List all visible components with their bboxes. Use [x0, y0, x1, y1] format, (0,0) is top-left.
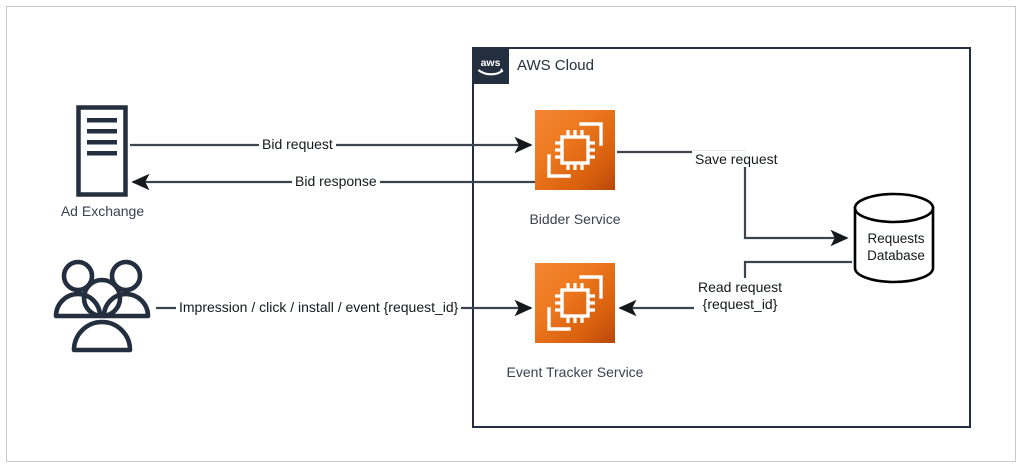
aws-logo-icon: aws: [472, 47, 509, 84]
requests-database-label: Requests Database: [858, 230, 934, 264]
server-icon: [76, 105, 128, 197]
ec2-instance-icon-bidder: [535, 110, 615, 190]
users-group-icon: [48, 258, 156, 358]
event-tracker-service-label: Event Tracker Service: [506, 364, 644, 380]
edge-label-impression-event: Impression / click / install / event {re…: [176, 299, 462, 315]
edge-label-bid-response: Bid response: [292, 173, 380, 189]
bidder-service-label: Bidder Service: [529, 211, 621, 227]
edge-label-save-request: Save request: [692, 151, 781, 167]
database-cylinder-icon: [852, 192, 936, 284]
read-request-line2: {request_id}: [702, 296, 778, 312]
ec2-instance-icon-event-tracker: [535, 263, 615, 343]
aws-cloud-boundary: [472, 47, 971, 428]
edge-label-bid-request: Bid request: [259, 136, 336, 152]
canvas-border: [6, 6, 1016, 462]
edge-label-read-request: Read request {request_id}: [694, 278, 787, 314]
aws-cloud-title: AWS Cloud: [517, 57, 594, 74]
read-request-line1: Read request: [698, 279, 783, 295]
database-label-line1: Requests: [867, 231, 925, 246]
ad-exchange-label: Ad Exchange: [60, 203, 145, 219]
svg-text:aws: aws: [481, 57, 501, 69]
database-label-line2: Database: [867, 248, 925, 263]
